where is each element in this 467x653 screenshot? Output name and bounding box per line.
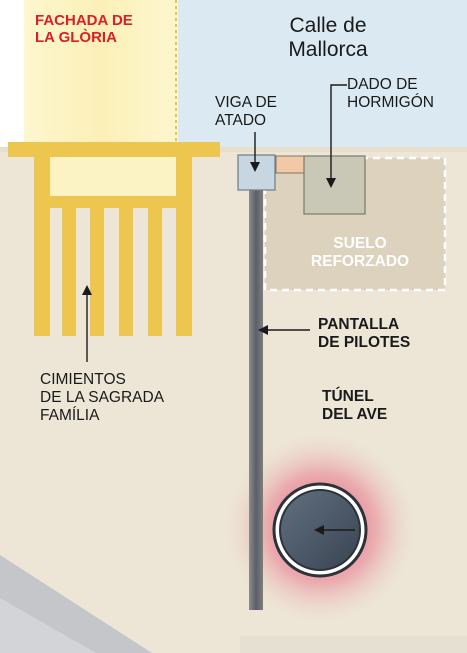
street-label-line: Calle de — [289, 14, 367, 37]
arrowhead-tunnel — [314, 525, 324, 535]
foundations-label-line: FAMÍLIA — [40, 406, 100, 424]
tunnel-label-line: DEL AVE — [322, 405, 388, 423]
floor-wedge-light — [0, 598, 96, 653]
foundations-label-line: DE LA SAGRADA — [40, 388, 165, 406]
reinforced-soil-label-line: REFORZADO — [310, 252, 410, 270]
foundation-pile — [119, 208, 133, 336]
facade-label: FACHADA DE LA GLÒRIA — [35, 12, 133, 47]
foundation-pile — [62, 208, 76, 336]
street-label: Calle de Mallorca — [268, 14, 388, 62]
concrete-block-label: DADO DE HORMIGÓN — [347, 76, 434, 112]
foundation-glow-block — [34, 152, 192, 196]
leader-concrete-block — [330, 84, 347, 185]
pile-wall — [249, 190, 263, 610]
foundation-pile — [34, 152, 50, 336]
tie-beam — [237, 154, 276, 191]
arrowhead-foundations — [82, 285, 92, 295]
concrete-block-label-line: DADO DE — [347, 76, 418, 93]
foundation-pile — [148, 208, 162, 336]
pile-wall-label-line: PANTALLA — [318, 316, 400, 333]
tie-beam-label: VIGA DE ATADO — [215, 94, 277, 130]
arrowhead-concrete-block — [326, 178, 336, 188]
street-sky — [178, 0, 467, 150]
facade-label-line: LA GLÒRIA — [35, 29, 117, 47]
concrete-block-label-line: HORMIGÓN — [347, 93, 434, 111]
facade-label-line: FACHADA DE — [35, 12, 133, 29]
pile-wall-label: PANTALLA DE PILOTES — [318, 316, 410, 352]
foundation-pile — [90, 208, 104, 336]
tunnel-label: TÚNEL DEL AVE — [322, 388, 387, 424]
tunnel-label-line: TÚNEL — [322, 388, 374, 405]
foundations-label: CIMIENTOS DE LA SAGRADA FAMÍLIA — [40, 371, 164, 424]
block-connector — [275, 155, 305, 174]
facade-glow — [24, 0, 178, 150]
arrowhead-tie-beam — [250, 162, 260, 172]
tie-beam-label-line: ATADO — [215, 111, 267, 129]
foundations-label-line: CIMIENTOS — [40, 371, 126, 388]
arrowhead-pile-wall — [258, 325, 268, 335]
concrete-block — [303, 155, 366, 215]
street-label-line: Mallorca — [288, 38, 368, 62]
sagrada-foundations — [8, 142, 220, 336]
reinforced-soil-label-line: SUELO — [333, 235, 387, 252]
tie-beam-label-line: VIGA DE — [215, 94, 278, 111]
ground-surface — [0, 147, 467, 152]
pile-wall-label-line: DE PILOTES — [318, 333, 411, 351]
foundation-cap — [8, 142, 220, 157]
bottom-strip — [240, 636, 467, 653]
foundation-beam — [34, 196, 192, 208]
reinforced-soil-label: SUELO REFORZADO — [290, 235, 430, 271]
foundation-pile — [176, 152, 192, 336]
